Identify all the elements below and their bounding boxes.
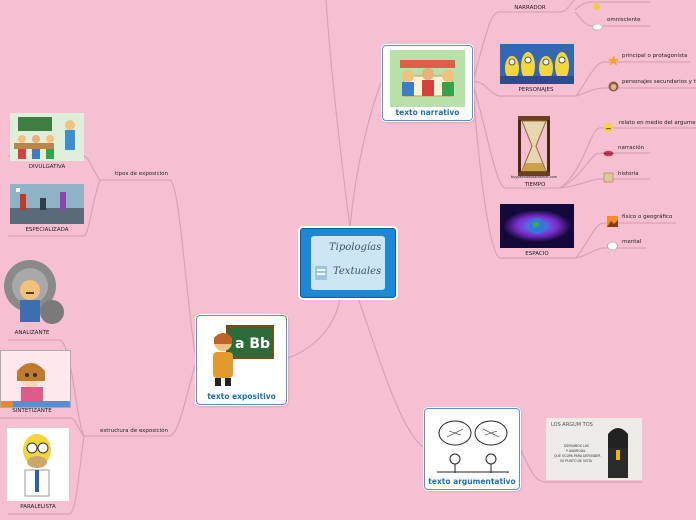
personajes-label[interactable]: PERSONAJES <box>518 87 554 93</box>
narrativo-title: texto narrativo <box>395 108 460 117</box>
espacio-label[interactable]: ESPACIO <box>525 251 549 257</box>
svg-text:a Bb: a Bb <box>235 336 270 352</box>
cloud-icon <box>592 16 603 31</box>
divulgativa-label[interactable]: DIVULGATIVA <box>28 164 66 170</box>
tipos-exposicion-label[interactable]: tipos de exposicion <box>115 171 168 177</box>
especializada-image <box>10 184 84 224</box>
sun-icon <box>592 0 601 10</box>
argumentos-line4: SU PUNTO DE VISTA <box>560 459 592 463</box>
argumentativo-title: texto argumentativo <box>428 477 516 486</box>
tiempo-label[interactable]: TIEMPO <box>524 182 546 188</box>
tiempo-item-narracion[interactable]: narración <box>618 145 645 151</box>
personajes-image <box>500 44 574 84</box>
narrador-label[interactable]: NARRADOR <box>514 5 546 11</box>
argumentos-line1: DEFINIMOS LAS <box>564 444 589 448</box>
tiempo-caption: tipypensadosadiarnal.com <box>510 175 558 179</box>
landscape-icon <box>607 212 618 227</box>
expositivo-title: texto expositivo <box>207 392 276 401</box>
thought-bubble-icon <box>607 237 618 251</box>
tiempo-item-historia[interactable]: historia <box>618 171 639 177</box>
espacio-item-mental[interactable]: mental <box>622 239 642 245</box>
argumentos-line3: QUE OCUPA PARA DEFENDER <box>554 454 601 458</box>
sintetizante-image <box>0 350 71 408</box>
expositivo-image: a Bb <box>207 322 277 388</box>
personajes-item-principal[interactable]: principal o protagonista <box>622 53 688 59</box>
estructura-exposicion-label[interactable]: estructura de exposición <box>100 428 169 434</box>
tiempo-hourglass-image <box>514 116 554 176</box>
texto-narrativo-node[interactable]: texto narrativo <box>382 45 473 121</box>
argumentos-heading: LOS ARGUM TOS <box>551 422 593 428</box>
tiempo-item-relato[interactable]: relato en medio del argume <box>619 120 696 126</box>
narrativo-image <box>390 50 465 107</box>
texto-argumentativo-node[interactable]: texto argumentativo <box>424 408 520 490</box>
divulgativa-image <box>10 113 84 161</box>
scroll-icon <box>603 168 614 183</box>
sintetizante-label[interactable]: SINTETIZANTE <box>12 408 52 414</box>
espacio-item-fisico[interactable]: físico o geográfico <box>622 214 673 220</box>
paralelista-image <box>7 428 69 501</box>
central-title-line1: Tipologías <box>329 242 382 253</box>
central-topic-image: Tipologías Textuales <box>311 236 385 290</box>
espacio-image <box>500 204 574 248</box>
analizante-image <box>0 256 64 328</box>
central-title-line2: Textuales <box>333 266 382 277</box>
paralelista-label[interactable]: PARALELISTA <box>20 504 56 510</box>
narrador-item-omnisciente[interactable]: omnisciente <box>607 17 641 23</box>
texto-expositivo-node[interactable]: a Bb texto expositivo <box>196 315 287 405</box>
lips-icon <box>603 143 614 157</box>
especializada-label[interactable]: ESPECIALIZADA <box>25 227 69 233</box>
argumentos-image: LOS ARGUM TOS DEFINIMOS LAS Y ANDROIAL Q… <box>546 418 642 480</box>
star-icon <box>608 51 619 66</box>
personajes-item-secundarios[interactable]: personajes secundarios y t <box>622 79 696 85</box>
central-topic-node[interactable]: Tipologías Textuales <box>300 228 396 298</box>
confused-face-icon <box>603 118 614 133</box>
argumentativo-image <box>437 415 509 473</box>
analizante-label[interactable]: ANALIZANTE <box>14 330 50 336</box>
face-icon <box>608 77 619 92</box>
argumentos-line2: Y ANDROIAL <box>566 449 586 453</box>
